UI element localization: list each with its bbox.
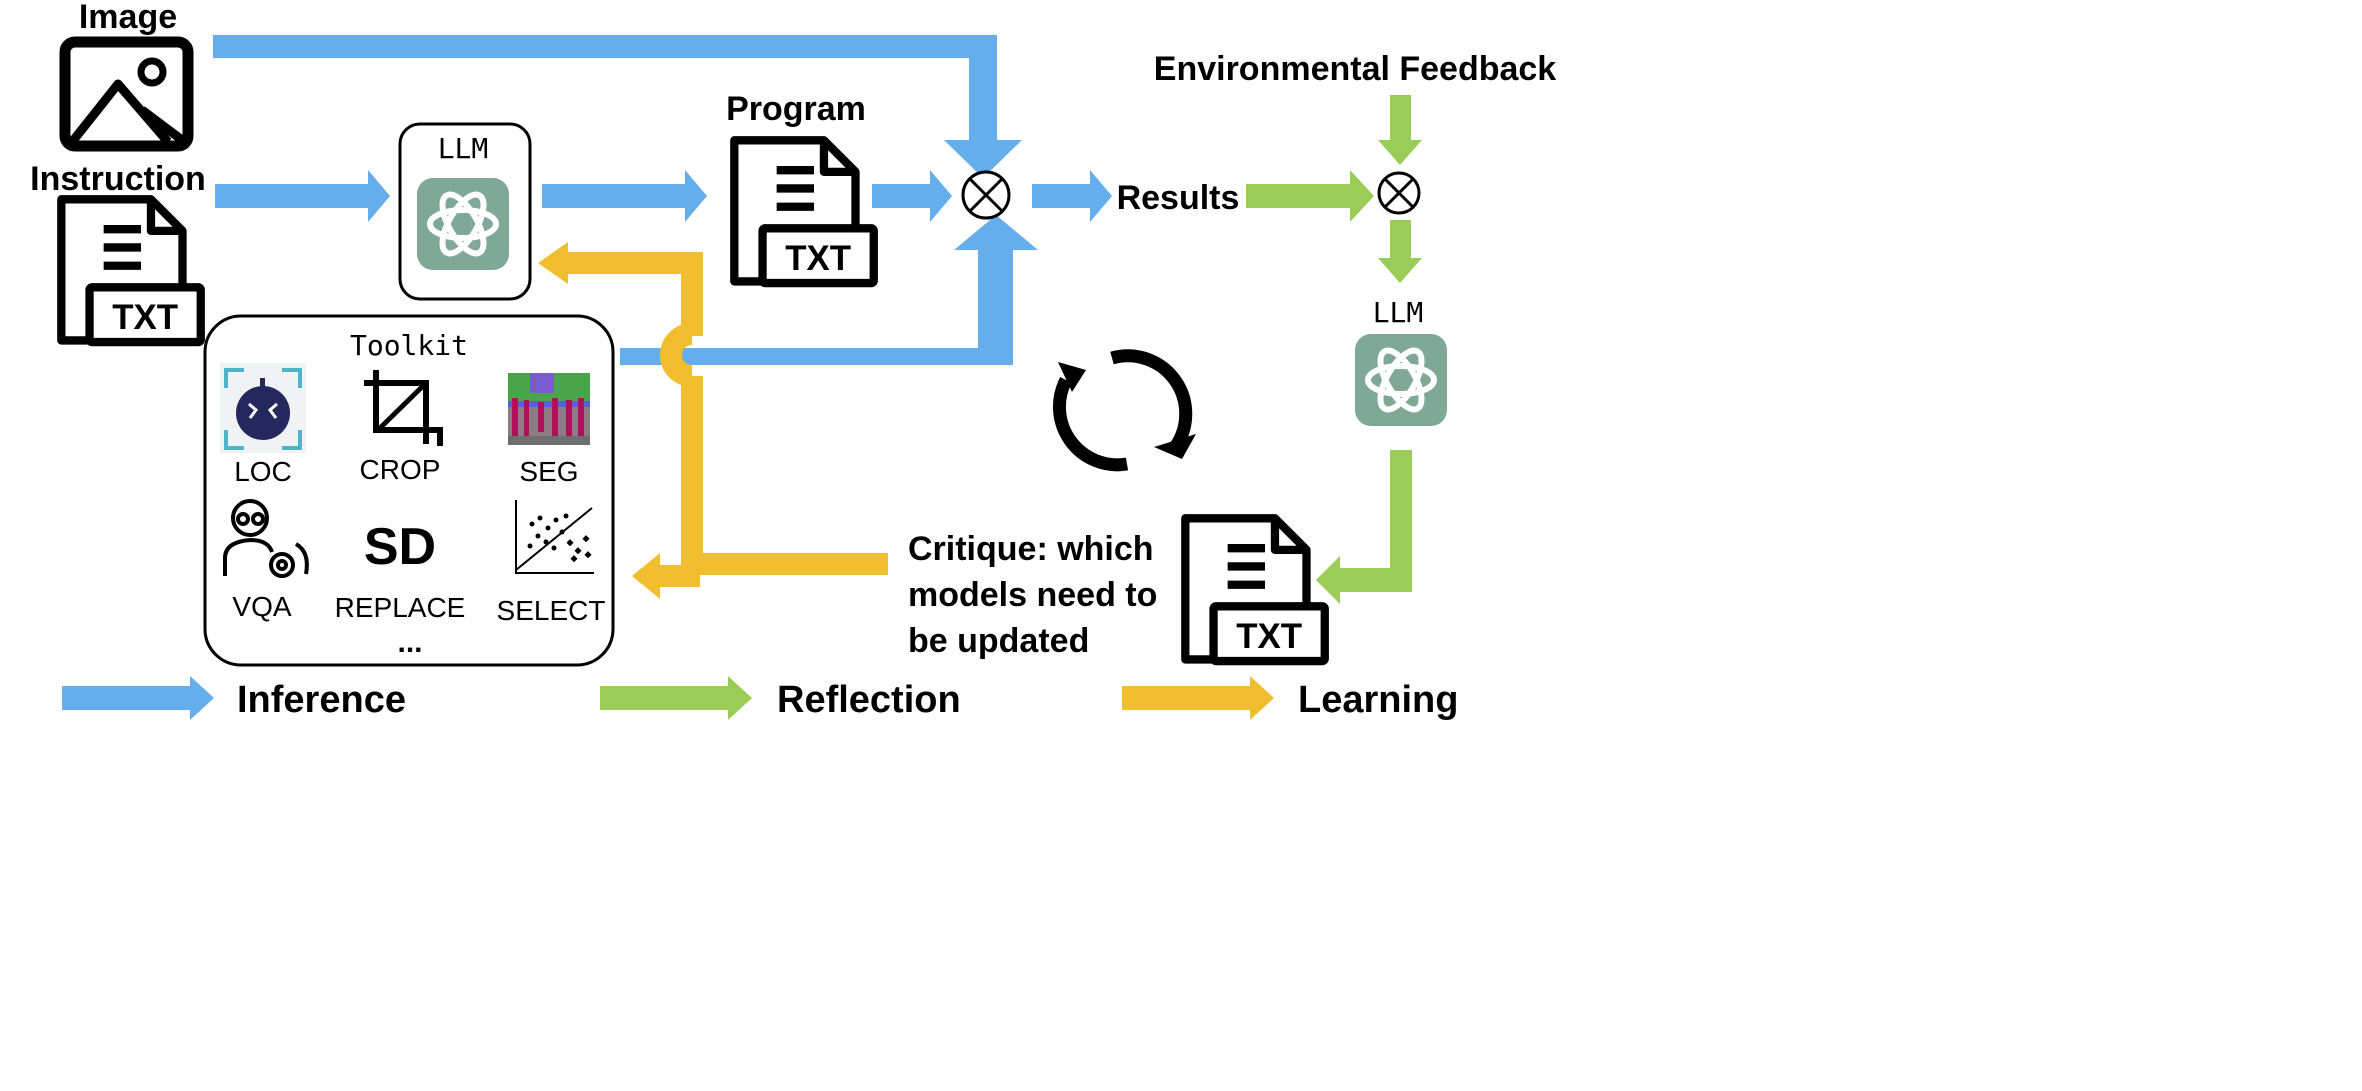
combine-to-results-arrow [1032, 170, 1112, 222]
seg-icon [508, 373, 590, 445]
refresh-cycle-icon [1053, 349, 1196, 472]
program-document-icon: TXT [734, 140, 873, 283]
critique-document-icon: TXT [1185, 518, 1324, 661]
legend-reflection-arrow [600, 676, 752, 720]
toolkit-item-replace: REPLACE [335, 592, 466, 623]
combine-node-reflection [1377, 171, 1421, 215]
critique-line-3: be updated [908, 622, 1089, 660]
feedback-to-combine-arrow [1378, 95, 1422, 165]
image-label: Image [79, 0, 177, 36]
combine-to-llm-arrow [1378, 220, 1422, 283]
learning-arrows [538, 242, 888, 599]
results-label: Results [1117, 179, 1240, 217]
reflection-arrows [1246, 95, 1422, 604]
toolkit-item-select: SELECT [497, 595, 606, 626]
legend-reflection-label: Reflection [777, 679, 961, 721]
toolkit-title: Toolkit [350, 329, 468, 362]
legend: Inference Reflection Learning [62, 676, 1458, 721]
combine-node-main [961, 170, 1011, 220]
vqa-icon [223, 499, 309, 578]
toolkit-item-vqa: VQA [232, 591, 291, 622]
toolkit-item-crop: CROP [360, 454, 441, 485]
legend-inference-label: Inference [237, 679, 406, 721]
svg-text:TXT: TXT [112, 298, 178, 337]
llm-right-label: LLM [1373, 296, 1424, 329]
instruction-label: Instruction [30, 160, 206, 198]
select-scatter-icon [510, 495, 596, 577]
legend-learning-arrow [1122, 676, 1274, 720]
image-to-combine-arrow [213, 35, 1022, 178]
instruction-to-llm-arrow [215, 170, 390, 222]
loc-icon [220, 363, 306, 453]
critique-line-1: Critique: which [908, 530, 1154, 568]
toolkit-item-seg: SEG [519, 456, 578, 487]
results-to-combine-arrow [1246, 170, 1374, 222]
toolkit-ellipsis: ... [397, 626, 422, 659]
llm-box-top: LLM [398, 122, 532, 301]
toolkit-box: Toolkit [203, 314, 615, 667]
program-to-combine-arrow [872, 170, 952, 222]
legend-inference-arrow [62, 676, 214, 720]
environmental-feedback-label: Environmental Feedback [1154, 50, 1557, 88]
llm-to-critique-doc-arrow [1316, 450, 1412, 604]
sd-logo-icon: SD [364, 518, 436, 576]
crop-icon [364, 370, 443, 446]
toolkit-item-loc: LOC [234, 456, 292, 487]
legend-learning-label: Learning [1298, 679, 1458, 721]
instruction-document-icon: TXT [61, 199, 200, 342]
llm-to-program-arrow [542, 170, 707, 222]
llm-top-label: LLM [438, 132, 489, 165]
image-icon [59, 36, 194, 152]
svg-text:TXT: TXT [1236, 617, 1302, 656]
svg-text:TXT: TXT [785, 239, 851, 278]
program-label: Program [726, 90, 866, 128]
critique-line-2: models need to [908, 576, 1157, 614]
